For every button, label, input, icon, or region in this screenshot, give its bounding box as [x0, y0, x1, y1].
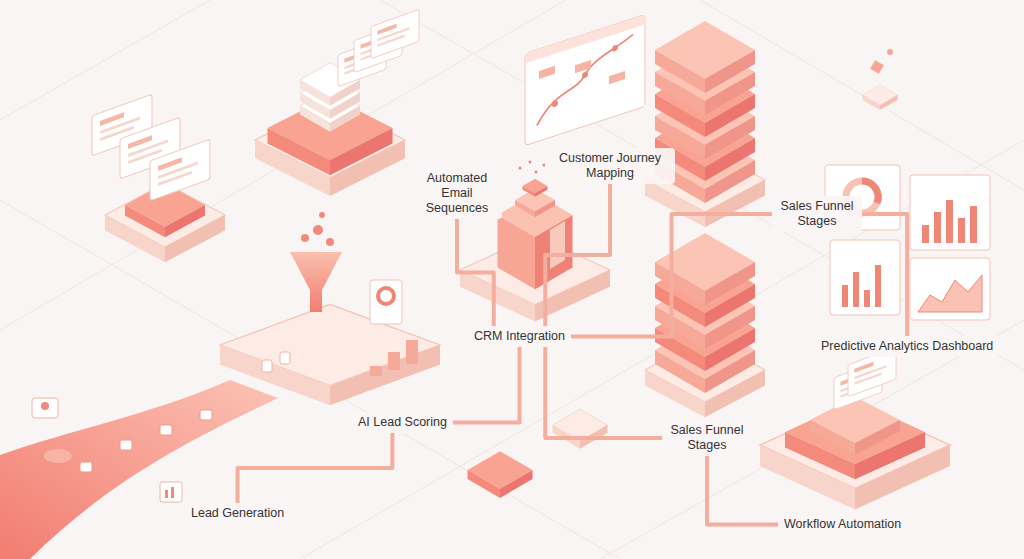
track-connector — [707, 456, 778, 525]
track-connector — [457, 219, 494, 326]
label-text: Sales Funnel Stages — [778, 199, 856, 229]
label-text: CRM Integration — [474, 329, 565, 344]
track-connector — [545, 347, 662, 438]
label-text: Lead Generation — [191, 506, 284, 521]
track-connector — [238, 433, 393, 503]
stage-label: CRM Integration — [468, 326, 571, 347]
track-connector — [862, 214, 907, 336]
stage-label: Automated Email Sequences — [412, 168, 502, 219]
stage-label: Workflow Automation — [778, 514, 907, 535]
label-text: Workflow Automation — [784, 517, 901, 532]
label-text: Customer Journey Mapping — [551, 151, 669, 181]
stage-label: AI Lead Scoring — [352, 412, 453, 433]
stage-label: Sales Funnel Stages — [772, 196, 862, 232]
stage-label: Predictive Analytics Dashboard — [815, 336, 999, 357]
label-text: Sales Funnel Stages — [668, 423, 746, 453]
stage-label: Customer Journey Mapping — [545, 148, 675, 184]
label-text: AI Lead Scoring — [358, 415, 447, 430]
track-connector — [545, 184, 610, 326]
label-text: Automated Email Sequences — [418, 171, 496, 216]
track-connector — [571, 214, 772, 337]
label-text: Predictive Analytics Dashboard — [821, 339, 993, 354]
stage-label: Sales Funnel Stages — [662, 420, 752, 456]
stage-label: Lead Generation — [185, 503, 290, 524]
track-connector — [453, 347, 520, 423]
